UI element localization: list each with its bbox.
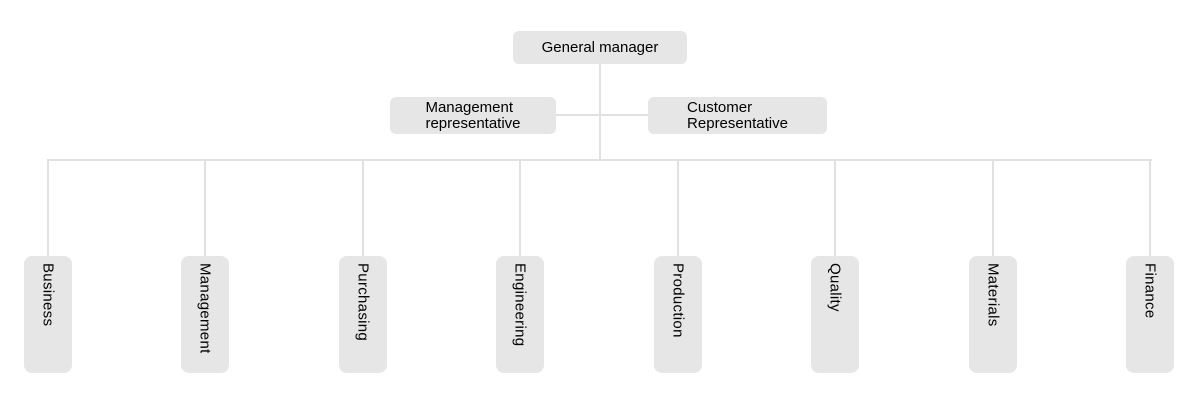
node-label: Customer Representative [687, 98, 788, 132]
node-label: Finance [1141, 263, 1159, 319]
node-management-representative: Management representative [390, 97, 556, 134]
drop-line-business [47, 159, 49, 257]
node-label: Purchasing [354, 263, 372, 342]
drop-line-materials [992, 159, 994, 257]
node-label: Management representative [425, 98, 521, 132]
drop-line-production [677, 159, 679, 257]
node-general-manager: General manager [513, 31, 687, 64]
drop-line-management [204, 159, 206, 257]
node-customer-representative: Customer Representative [648, 97, 827, 134]
node-label: Production [669, 263, 687, 338]
node-management: Management [181, 256, 229, 373]
node-label: Business [39, 263, 57, 327]
node-label: Engineering [511, 263, 529, 347]
node-materials: Materials [969, 256, 1017, 373]
drop-line-quality [834, 159, 836, 257]
drop-line-engineering [519, 159, 521, 257]
drop-line-purchasing [362, 159, 364, 257]
node-label: Materials [984, 263, 1002, 327]
staff-link-line [556, 114, 648, 116]
node-label: General manager [541, 39, 659, 56]
node-label: Quality [826, 263, 844, 312]
node-finance: Finance [1126, 256, 1174, 373]
drop-line-finance [1149, 159, 1151, 257]
node-production: Production [654, 256, 702, 373]
node-business: Business [24, 256, 72, 373]
node-quality: Quality [811, 256, 859, 373]
node-label: Management [196, 263, 214, 354]
node-engineering: Engineering [496, 256, 544, 373]
distribution-line [47, 159, 1152, 161]
node-purchasing: Purchasing [339, 256, 387, 373]
root-drop-line [599, 63, 601, 160]
